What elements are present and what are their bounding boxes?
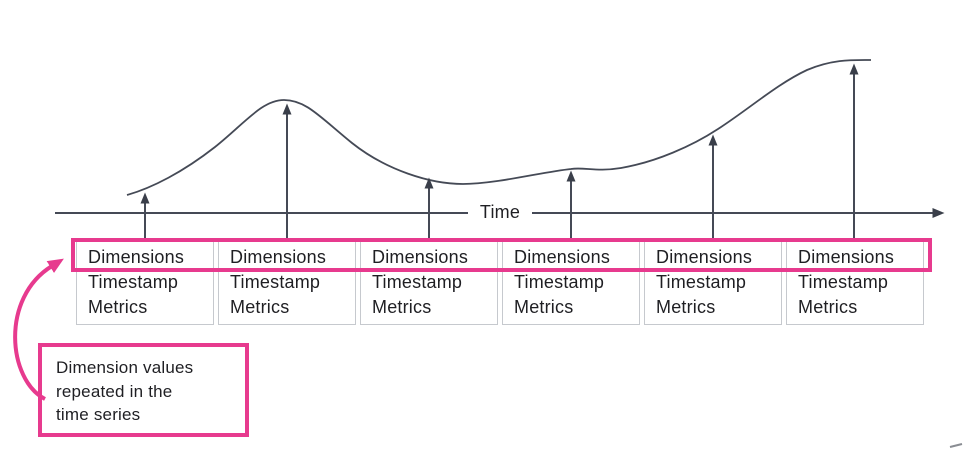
card-row-timestamp: Timestamp	[514, 272, 605, 292]
card-row-metrics: Metrics	[656, 297, 716, 317]
dimensions-highlight-band	[71, 238, 932, 272]
time-series-curve	[126, 59, 872, 196]
card-row-dimensions: Dimensions	[656, 247, 753, 267]
record-card: Dimensions Timestamp Metrics	[786, 240, 924, 325]
card-row-metrics: Metrics	[88, 297, 148, 317]
card-row-metrics: Metrics	[514, 297, 574, 317]
card-row-dimensions: Dimensions	[230, 247, 327, 267]
card-row-timestamp: Timestamp	[798, 272, 889, 292]
time-axis-label: Time	[479, 202, 521, 222]
record-card: Dimensions Timestamp Metrics	[502, 240, 640, 325]
card-row-timestamp: Timestamp	[372, 272, 463, 292]
record-cards-row: Dimensions Timestamp Metrics Dimensions …	[76, 240, 924, 325]
card-row-metrics: Metrics	[230, 297, 290, 317]
callout-box: Dimension values repeated in the time se…	[38, 343, 249, 437]
record-card: Dimensions Timestamp Metrics	[218, 240, 356, 325]
edge-artifact	[949, 443, 963, 448]
card-row-timestamp: Timestamp	[88, 272, 179, 292]
card-row-dimensions: Dimensions	[372, 247, 469, 267]
record-card: Dimensions Timestamp Metrics	[360, 240, 498, 325]
card-row-metrics: Metrics	[798, 297, 858, 317]
card-row-dimensions: Dimensions	[88, 247, 185, 267]
card-row-dimensions: Dimensions	[798, 247, 895, 267]
callout-line-2: repeated in the	[56, 381, 173, 401]
card-row-timestamp: Timestamp	[230, 272, 321, 292]
card-row-dimensions: Dimensions	[514, 247, 611, 267]
card-row-timestamp: Timestamp	[656, 272, 747, 292]
card-row-metrics: Metrics	[372, 297, 432, 317]
callout-line-3: time series	[56, 405, 141, 424]
callout-line-1: Dimension values	[56, 358, 194, 377]
record-card: Dimensions Timestamp Metrics	[76, 240, 214, 325]
